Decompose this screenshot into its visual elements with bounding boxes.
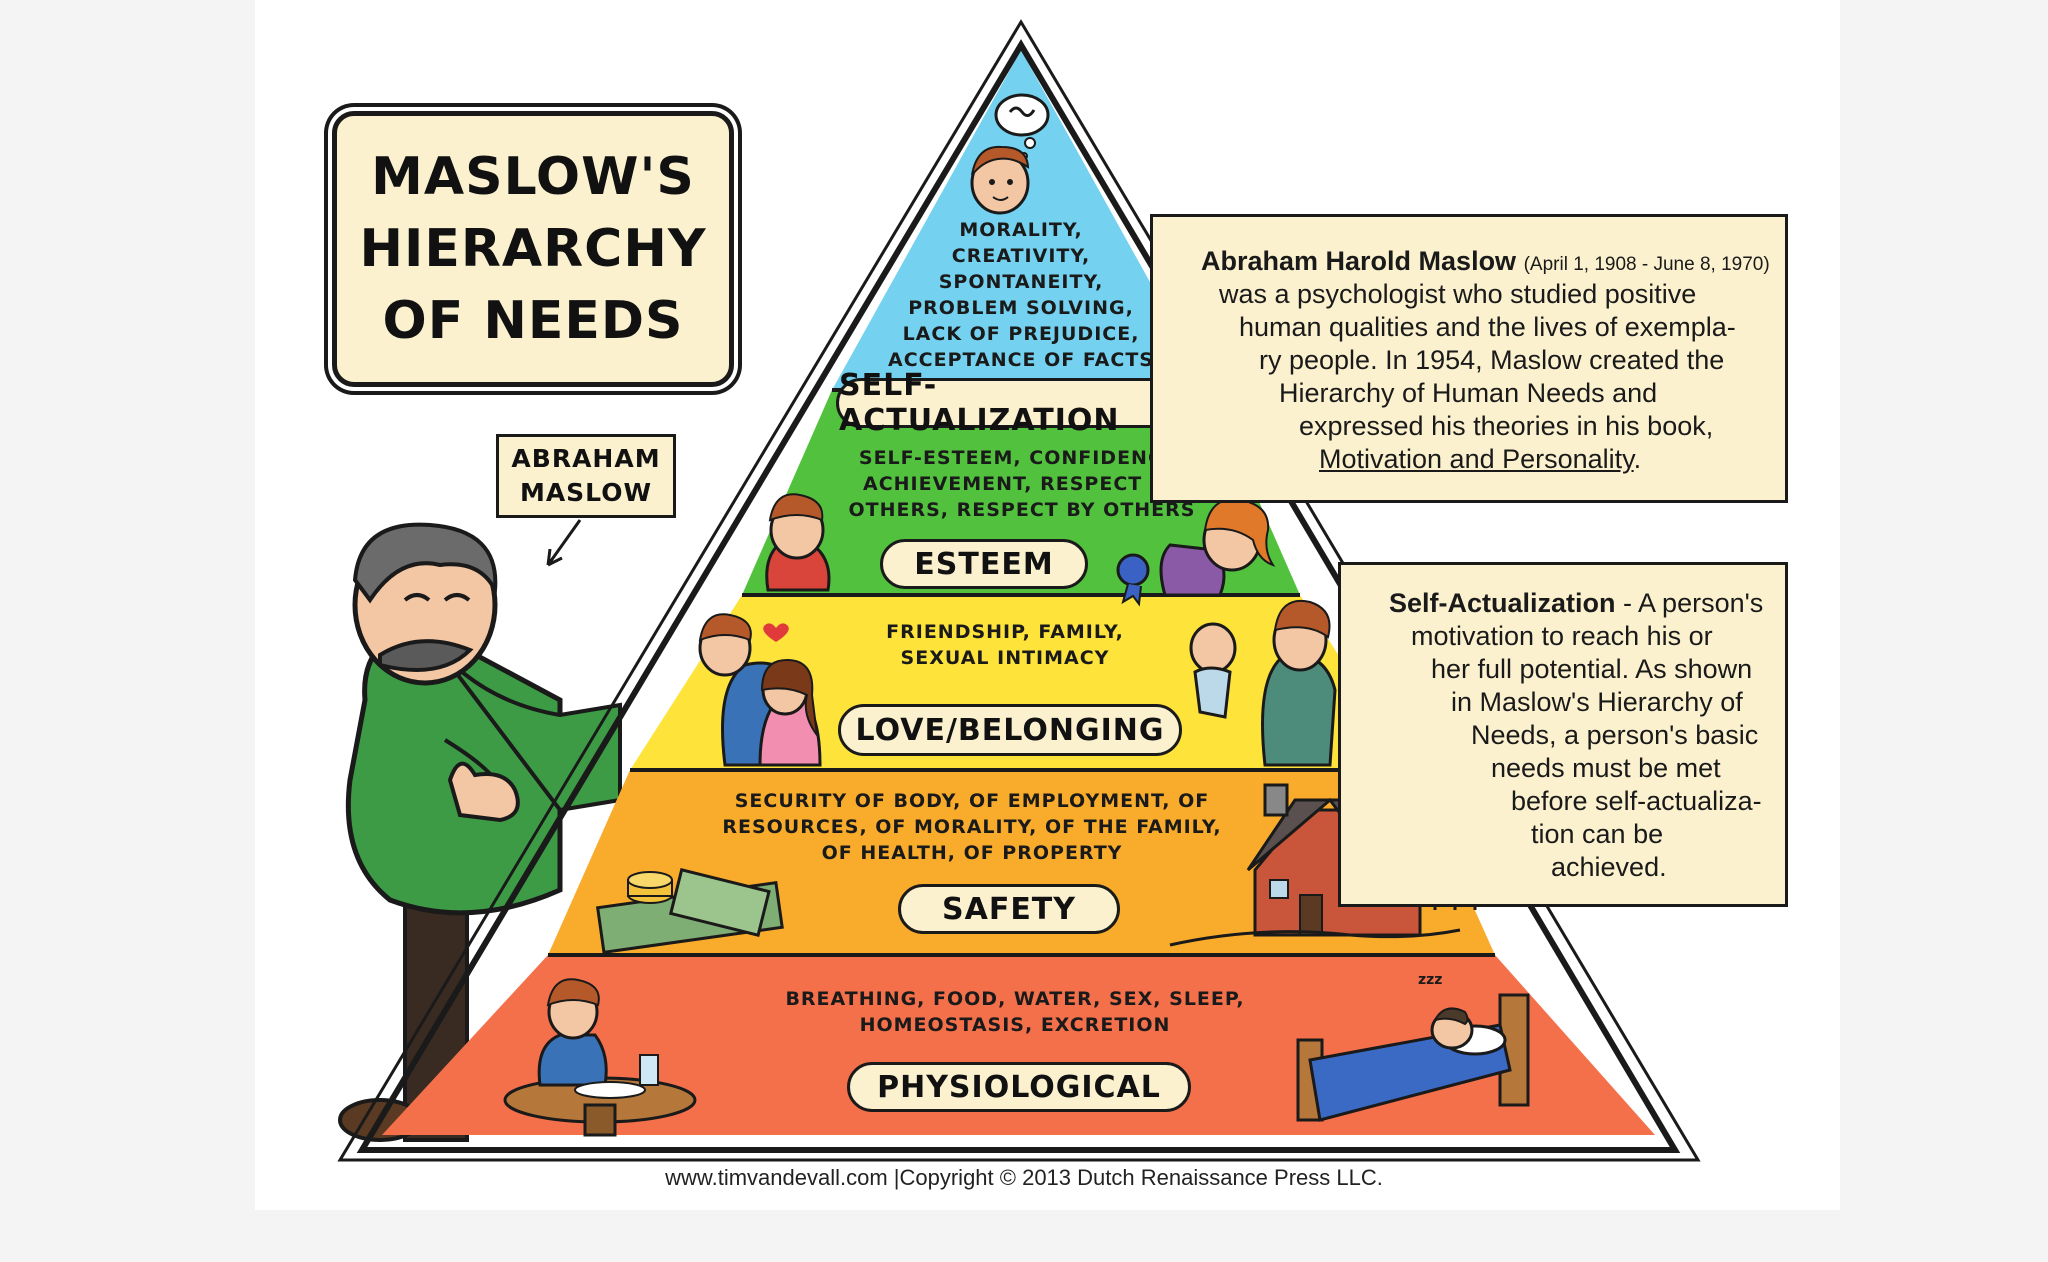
couple-hug-icon bbox=[698, 613, 822, 767]
boy-eating-icon bbox=[503, 978, 697, 1137]
label-love-belonging: LOVE/BELONGING bbox=[838, 704, 1182, 756]
label-safety: SAFETY bbox=[898, 884, 1120, 934]
boy-thinking-icon bbox=[970, 145, 1030, 215]
person-label-line-2: MASLOW bbox=[519, 478, 653, 507]
definition-line: needs must be met bbox=[1491, 753, 1721, 783]
bio-line: Hierarchy of Human Needs and bbox=[1279, 378, 1658, 408]
bio-dates: (April 1, 1908 - June 8, 1970) bbox=[1523, 254, 1770, 275]
bio-line: was a psychologist who studied positive bbox=[1219, 279, 1697, 309]
money-icon bbox=[595, 867, 784, 955]
definition-line: before self-actualiza- bbox=[1511, 786, 1762, 816]
bio-line: ry people. In 1954, Maslow created the bbox=[1259, 345, 1725, 375]
definition-line: achieved. bbox=[1551, 852, 1667, 882]
needs-self-actualization: MORALITY, CREATIVITY, SPONTANEITY, PROBL… bbox=[871, 217, 1171, 373]
need-line: MORALITY, bbox=[959, 219, 1083, 241]
label-esteem: ESTEEM bbox=[880, 539, 1088, 589]
copyright-footer: www.timvandevall.com |Copyright © 2013 D… bbox=[665, 1165, 1383, 1190]
label-self-actualization: SELF-ACTUALIZATION bbox=[836, 368, 1208, 438]
definition-line: her full potential. As shown bbox=[1431, 654, 1753, 684]
need-line: FRIENDSHIP, FAMILY, bbox=[886, 621, 1124, 643]
need-line: ACCEPTANCE OF FACTS bbox=[888, 349, 1154, 371]
label-physiological: PHYSIOLOGICAL bbox=[847, 1062, 1191, 1112]
bio-name: Abraham Harold Maslow bbox=[1201, 246, 1517, 276]
definition-box: Self-Actualization - A person's motivati… bbox=[1338, 562, 1788, 907]
need-line: PROBLEM SOLVING, bbox=[908, 297, 1134, 319]
need-line: HOMEOSTASIS, EXCRETION bbox=[859, 1014, 1171, 1036]
definition-heading: Self-Actualization - A person's bbox=[1389, 587, 1763, 620]
need-line: SPONTANEITY, bbox=[938, 271, 1104, 293]
bio-book-line: Motivation and Personality. bbox=[1319, 443, 1641, 476]
bio-box: Abraham Harold Maslow (April 1, 1908 - J… bbox=[1150, 214, 1788, 503]
definition-first-rest: - A person's bbox=[1615, 588, 1764, 618]
title-line-1: MASLOW'S bbox=[371, 147, 695, 207]
bio-heading: Abraham Harold Maslow (April 1, 1908 - J… bbox=[1201, 245, 1770, 281]
bio-book-end: . bbox=[1633, 444, 1642, 474]
need-line: OTHERS, RESPECT BY OTHERS bbox=[848, 499, 1196, 521]
arrow-icon bbox=[546, 519, 582, 567]
person-label-line-1: ABRAHAM bbox=[511, 444, 661, 473]
needs-physiological: BREATHING, FOOD, WATER, SEX, SLEEP, HOME… bbox=[780, 986, 1250, 1038]
needs-love-belonging: FRIENDSHIP, FAMILY, SEXUAL INTIMACY bbox=[850, 619, 1160, 671]
need-line: BREATHING, FOOD, WATER, SEX, SLEEP, bbox=[785, 988, 1245, 1010]
need-line: SECURITY OF BODY, OF EMPLOYMENT, OF bbox=[734, 790, 1210, 812]
sleep-zzz: zzz bbox=[1418, 972, 1442, 988]
need-line: SEXUAL INTIMACY bbox=[900, 647, 1110, 669]
bio-line: human qualities and the lives of exempla… bbox=[1239, 312, 1736, 342]
needs-safety: SECURITY OF BODY, OF EMPLOYMENT, OF RESO… bbox=[722, 788, 1222, 866]
father-baby-icon bbox=[1189, 599, 1337, 767]
definition-line: in Maslow's Hierarchy of bbox=[1451, 687, 1743, 717]
boy-sleeping-bed-icon: zzz bbox=[1296, 972, 1530, 1122]
title-box: MASLOW'S HIERARCHY OF NEEDS bbox=[332, 111, 734, 387]
girl-award-icon bbox=[1116, 498, 1276, 607]
definition-line: Needs, a person's basic bbox=[1471, 720, 1759, 750]
need-line: SELF-ESTEEM, CONFIDENCE, bbox=[858, 447, 1186, 469]
boy-icon bbox=[765, 493, 831, 592]
heart-icon bbox=[763, 623, 789, 642]
title-line-3: OF NEEDS bbox=[382, 291, 684, 351]
need-line: CREATIVITY, bbox=[951, 245, 1091, 267]
need-line: ACHIEVEMENT, RESPECT OF bbox=[862, 473, 1181, 495]
need-line: OF HEALTH, OF PROPERTY bbox=[821, 842, 1123, 864]
bio-book-title: Motivation and Personality bbox=[1319, 444, 1634, 474]
needs-esteem: SELF-ESTEEM, CONFIDENCE, ACHIEVEMENT, RE… bbox=[842, 445, 1202, 523]
bio-line: expressed his theories in his book, bbox=[1299, 411, 1714, 441]
level-self-actualization bbox=[832, 50, 1210, 390]
maslow-figure-icon bbox=[338, 522, 622, 1142]
definition-term: Self-Actualization bbox=[1389, 588, 1616, 618]
need-line: LACK OF PREJUDICE, bbox=[902, 323, 1140, 345]
need-line: RESOURCES, OF MORALITY, OF THE FAMILY, bbox=[722, 816, 1222, 838]
definition-line: tion can be bbox=[1531, 819, 1664, 849]
person-label: ABRAHAM MASLOW bbox=[496, 434, 676, 518]
title-line-2: HIERARCHY bbox=[359, 219, 707, 279]
definition-line: motivation to reach his or bbox=[1411, 621, 1713, 651]
